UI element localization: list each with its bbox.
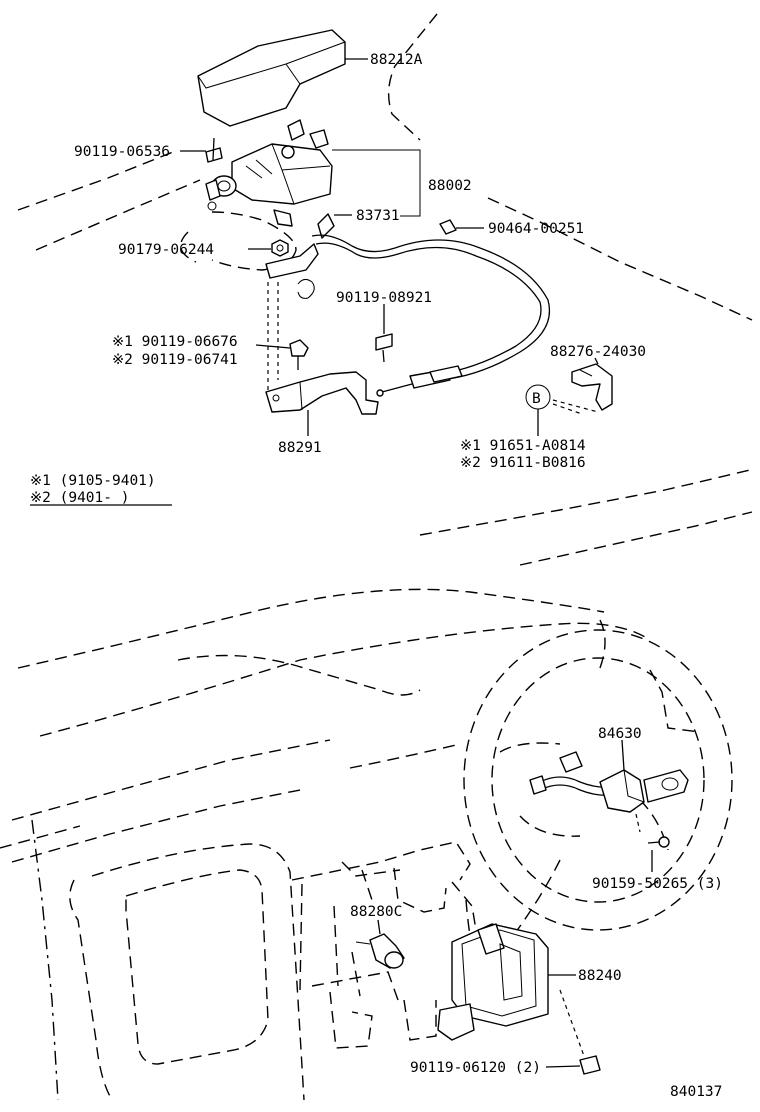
label-90119-06536: 90119-06536 (74, 144, 170, 160)
upper-body-outlines (17, 13, 753, 566)
part-88002-actuator (205, 119, 421, 217)
label-90159-50265: 90159-50265 (3) (592, 876, 723, 892)
steering-wheel (463, 619, 733, 981)
label-83731: 83731 (356, 208, 400, 224)
part-84630-switch (529, 739, 689, 813)
label-88291: 88291 (278, 440, 322, 456)
label-90464-00251: 90464-00251 (488, 221, 584, 237)
part-88280C-sensor (355, 919, 405, 969)
label-88002: 88002 (428, 178, 472, 194)
label-84630: 84630 (598, 726, 642, 742)
screw-90159-50265 (635, 813, 670, 872)
part-83731-cable (273, 209, 551, 397)
bolt-90119-06120 (545, 989, 601, 1075)
label-91611-B0816: ※2 91611-B0816 (460, 455, 586, 471)
bolt-90119-08921 (375, 304, 393, 363)
part-88291-bracket (265, 371, 379, 436)
label-91651-A0814: ※1 91651-A0814 (460, 438, 586, 454)
dashboard-outlines (0, 588, 651, 1101)
diagram-code: 840137 (670, 1084, 722, 1100)
label-90119-06676: ※1 90119-06676 (112, 334, 238, 350)
label-90119-06741: ※2 90119-06741 (112, 352, 238, 368)
bolt-90119-06676 (255, 339, 309, 370)
label-callout-b: B (532, 391, 541, 407)
nut-90179-06244 (248, 239, 319, 299)
part-88276-24030-clip (525, 357, 613, 436)
label-90179-06244: 90179-06244 (118, 242, 214, 258)
legend-note-1: ※1 (9105-9401) (30, 473, 156, 489)
part-88240-computer (437, 923, 576, 1041)
clip-90464-00251 (439, 219, 484, 235)
label-88276-24030: 88276-24030 (550, 344, 646, 360)
label-90119-08921: 90119-08921 (336, 290, 432, 306)
part-88212A-cover (197, 29, 368, 127)
label-90119-06120: 90119-06120 (2) (410, 1060, 541, 1076)
label-88240: 88240 (578, 968, 622, 984)
label-88212A: 88212A (370, 52, 423, 68)
bolt-90119-06536 (180, 137, 223, 163)
legend-note-2: ※2 (9401- ) (30, 490, 129, 506)
label-88280C: 88280C (350, 904, 402, 920)
